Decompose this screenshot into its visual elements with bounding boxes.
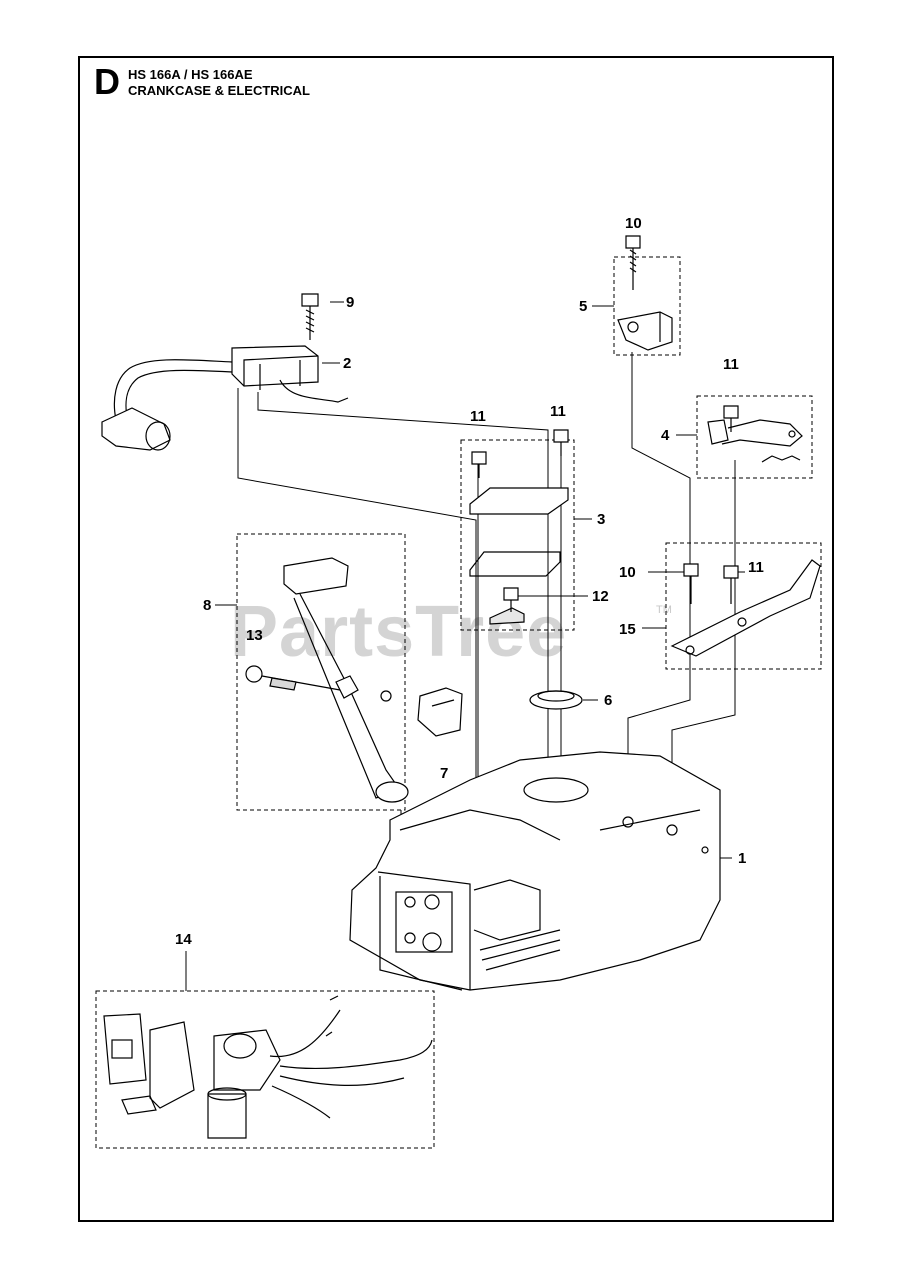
callout-3: 3 [597,511,606,528]
group-box-8 [236,533,406,811]
section-letter: D [94,61,120,102]
section-title: CRANKCASE & ELECTRICAL [128,83,310,98]
callout-12: 12 [592,588,609,605]
part-10-bolt-lower [683,563,699,604]
group-box-3 [460,439,575,631]
part-13-bolt [245,665,392,702]
part-2-ignition-coil [101,345,349,451]
part-14-electrical-kit [103,995,433,1139]
watermark-trademark: TM [656,604,672,616]
callout-10-lower: 10 [619,564,636,581]
part-3-gaskets [469,487,569,625]
group-boxes [95,256,822,1149]
part-9-bolt [301,293,319,340]
callout-7: 7 [440,765,449,782]
group-box-5 [613,256,681,356]
group-box-4 [696,395,813,479]
callout-2: 2 [343,355,352,372]
callout-4: 4 [661,427,670,444]
callout-9: 9 [346,294,355,311]
callout-5: 5 [579,298,588,315]
part-1-crankcase [349,751,721,991]
part-15-guide-plate [670,559,821,657]
callout-8: 8 [203,597,212,614]
callout-10-top: 10 [625,215,642,232]
part-10-bolt-top [625,235,641,290]
part-12-screw [503,587,519,612]
part-6-seal [529,690,583,710]
part-7-clip [417,687,463,737]
callout-15: 15 [619,621,636,638]
callout-11-switch: 11 [723,356,739,373]
group-box-14 [95,990,435,1149]
part-4-stop-switch [707,419,803,463]
callout-13: 13 [246,627,263,644]
group-box-15 [665,542,822,670]
callout-6: 6 [604,692,613,709]
model-line: HS 166A / HS 166AE [128,67,253,82]
callout-14: 14 [175,931,192,948]
watermark: PartsTree [230,592,568,672]
diagram-frame [78,56,834,1222]
callout-11-gasket-left: 11 [470,408,486,425]
part-5-bracket [617,311,673,351]
part-11-bolts [471,405,739,604]
callout-11-gasket-right: 11 [550,403,566,420]
callout-1: 1 [738,850,747,867]
callout-11-guide: 11 [748,559,764,576]
